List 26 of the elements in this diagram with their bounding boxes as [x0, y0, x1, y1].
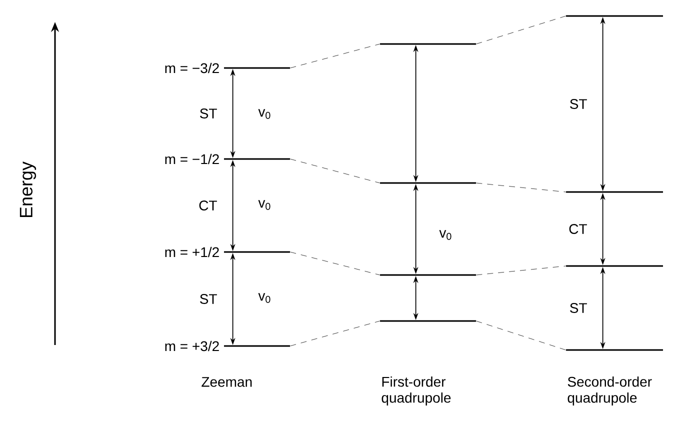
text-label: Second-order quadrupole: [568, 376, 652, 406]
text-label: v$_{0}$: [258, 293, 270, 303]
text-label: v$_{0}$: [258, 109, 270, 119]
text-label: First-order quadrupole: [382, 376, 451, 406]
connector-line: [290, 320, 380, 346]
connector-line: [476, 182, 566, 192]
connector-line: [290, 44, 380, 68]
connector-line: [476, 266, 566, 276]
connector-line: [290, 158, 380, 184]
text-label: Energy: [20, 162, 36, 218]
level-label: m = −3/2: [165, 62, 219, 74]
edge-label: ST: [200, 108, 217, 118]
level-label: m = +3/2: [165, 340, 219, 352]
connector-line: [476, 320, 566, 350]
edge-label: ST: [200, 294, 217, 304]
edge-label: CT: [199, 200, 217, 210]
edge-label: ST: [570, 303, 587, 313]
level-label: m = −1/2: [165, 154, 219, 164]
edge-label: CT: [569, 224, 587, 234]
text-label: v$_{0}$: [439, 230, 452, 240]
connector-line: [476, 16, 566, 44]
connector-line: [290, 252, 380, 276]
edge-label: ST: [570, 99, 587, 109]
text-label: v$_{0}$: [258, 200, 270, 210]
level-label: m = +1/2: [165, 246, 219, 258]
text-label: Zeeman: [202, 377, 252, 387]
